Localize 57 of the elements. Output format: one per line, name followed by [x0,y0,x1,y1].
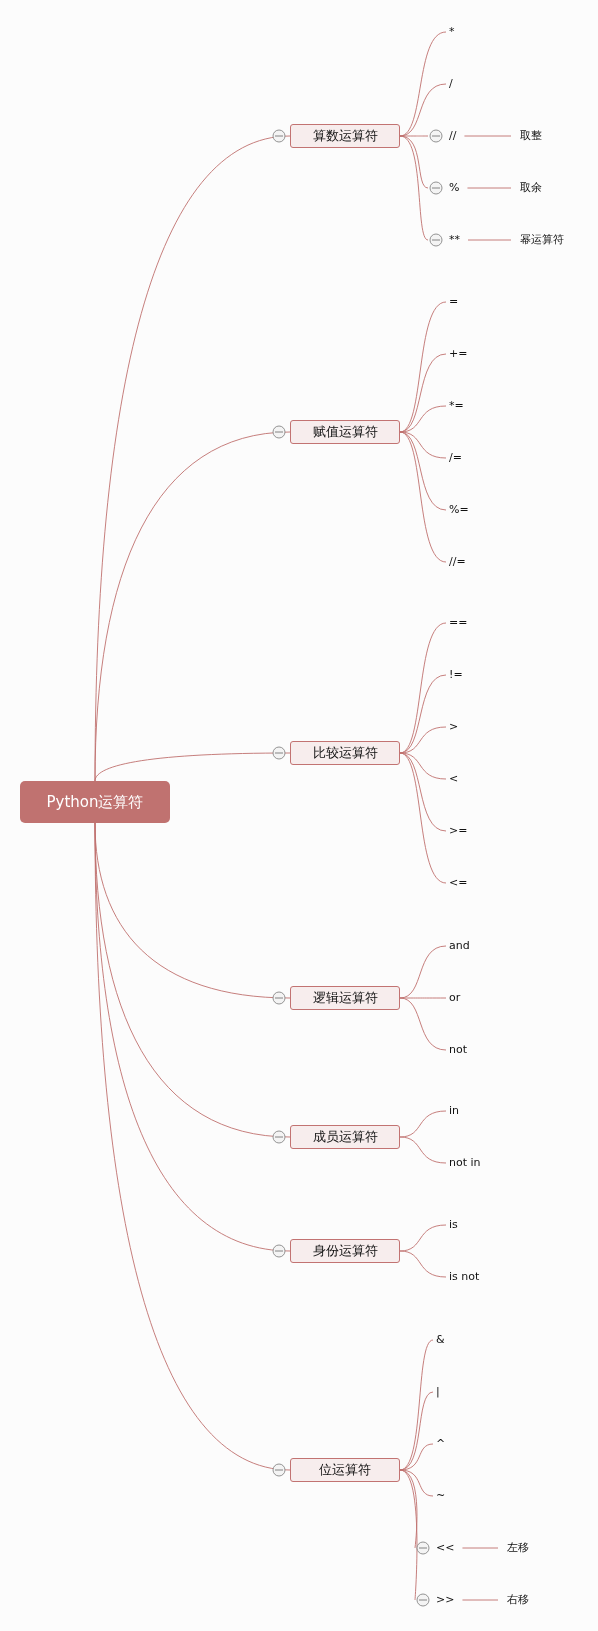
branch-line [463,135,512,137]
branch-line [462,1599,499,1601]
operator-label: >= [449,824,468,838]
operator-label: //= [449,555,466,569]
operator-label: or [449,991,461,1005]
operator-label: += [449,347,468,361]
operator-label: > [449,720,459,734]
operator-label: >> [436,1593,455,1606]
branch-line [462,1547,499,1549]
operator-label: /= [449,451,462,465]
operator-label: in [449,1104,460,1118]
branch-line [467,187,512,189]
operator-label: ^ [436,1437,446,1451]
operator-label: % [449,181,460,194]
note-label: 右移 [507,1593,529,1607]
operator-label: // [449,129,457,142]
branch-line [399,997,447,1051]
operator-label: not [449,1043,467,1057]
operator-label: = [449,295,459,309]
branch-line [94,431,291,782]
branch-line [467,239,512,241]
branch-line [399,135,429,137]
operator-label: | [436,1385,440,1399]
topic-box: 赋值运算符 [290,420,400,444]
note-label: 取余 [520,181,542,195]
operator-label: not in [449,1156,481,1170]
topic-box: 算数运算符 [290,124,400,148]
operator-label: %= [449,503,469,517]
root-topic-box: Python运算符 [20,781,170,823]
branch-line [399,1136,447,1164]
operator-label: ** [449,233,460,246]
note-label: 幂运算符 [520,233,564,247]
topic-box: 逻辑运算符 [290,986,400,1010]
operator-label: & [436,1333,445,1347]
note-label: 取整 [520,129,542,143]
topic-box: 位运算符 [290,1458,400,1482]
branch-line [399,1250,447,1278]
operator-label: != [449,668,463,682]
branch-line [399,997,447,999]
operator-label: / [449,77,453,91]
operator-label: is not [449,1270,480,1284]
operator-label: ~ [436,1489,446,1503]
topic-box: 身份运算符 [290,1239,400,1263]
operator-label: << [436,1541,455,1554]
operator-label: == [449,616,468,630]
branch-line [94,822,291,1471]
topic-box: 比较运算符 [290,741,400,765]
operator-label: *= [449,399,464,413]
operator-label: and [449,939,470,953]
operator-label: < [449,772,459,786]
topic-box: 成员运算符 [290,1125,400,1149]
branch-line [399,135,429,241]
operator-label: is [449,1218,458,1232]
operator-label: <= [449,876,468,890]
operator-label: * [449,25,455,39]
branch-line [94,752,291,782]
note-label: 左移 [507,1541,529,1555]
